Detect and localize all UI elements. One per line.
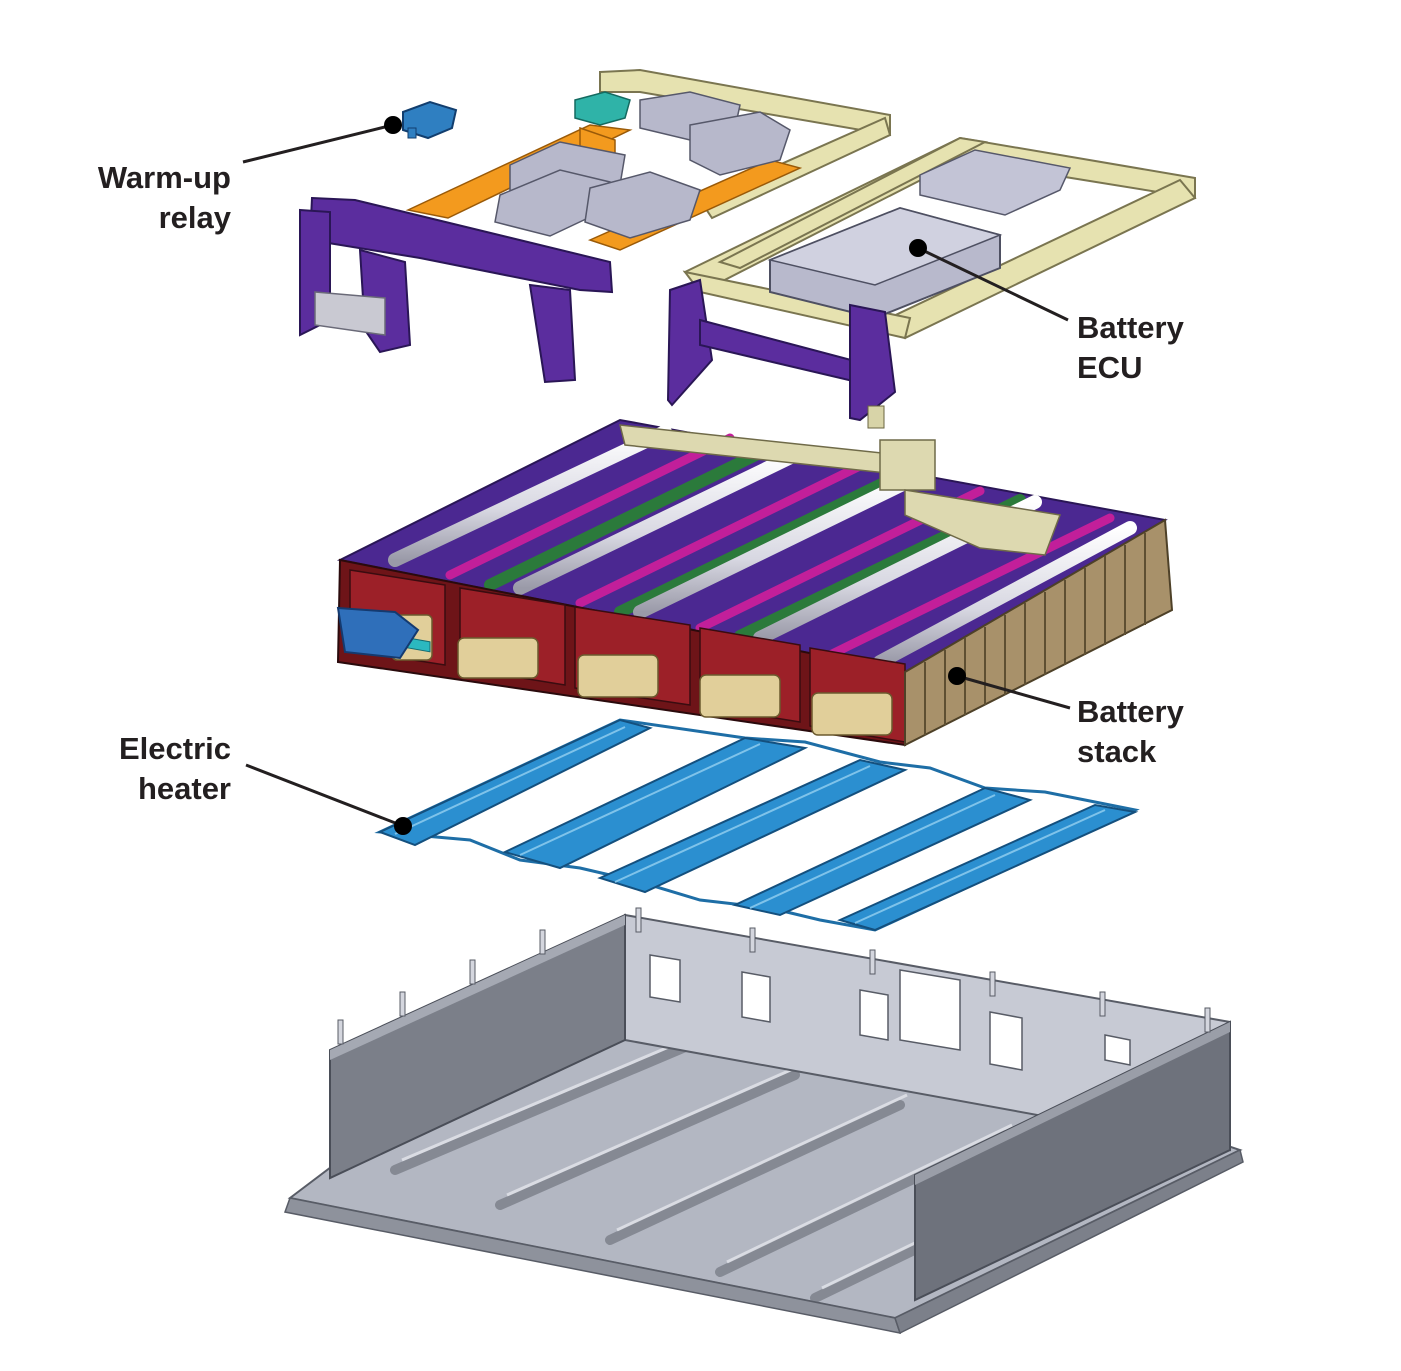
- dot-battery-stack: [948, 667, 966, 685]
- label-electric-heater: Electric heater: [119, 729, 231, 809]
- leader-electric-heater: [245, 763, 404, 828]
- label-battery-ecu: Battery ECU: [1077, 308, 1184, 388]
- label-battery-stack: Battery stack: [1077, 692, 1184, 772]
- relay-assembly: [299, 68, 892, 384]
- leader-dots: [384, 116, 966, 835]
- ecu-assembly: [666, 136, 1197, 429]
- electric-heater: [374, 718, 1140, 932]
- label-electric-heater-line2: heater: [137, 771, 231, 806]
- label-battery-stack-line1: Battery: [1077, 694, 1184, 729]
- label-warmup-relay-line2: relay: [158, 200, 231, 235]
- battery-stack: [336, 418, 1174, 747]
- dot-battery-ecu: [909, 239, 927, 257]
- label-electric-heater-line1: Electric: [118, 731, 231, 766]
- label-battery-ecu-line1: Battery: [1077, 310, 1184, 345]
- label-battery-stack-line2: stack: [1077, 734, 1157, 769]
- leader-battery-ecu: [917, 246, 1069, 322]
- leader-battery-stack: [956, 674, 1071, 710]
- leader-warmup-relay: [242, 123, 394, 164]
- leader-lines: [242, 123, 1071, 828]
- label-warmup-relay-line1: Warm-up: [97, 160, 231, 195]
- warmup-relay-part: [402, 100, 458, 140]
- battery-tray: [284, 907, 1244, 1335]
- label-warmup-relay: Warm-up relay: [98, 158, 231, 238]
- label-battery-ecu-line2: ECU: [1077, 350, 1143, 385]
- dot-electric-heater: [394, 817, 412, 835]
- dot-warmup-relay: [384, 116, 402, 134]
